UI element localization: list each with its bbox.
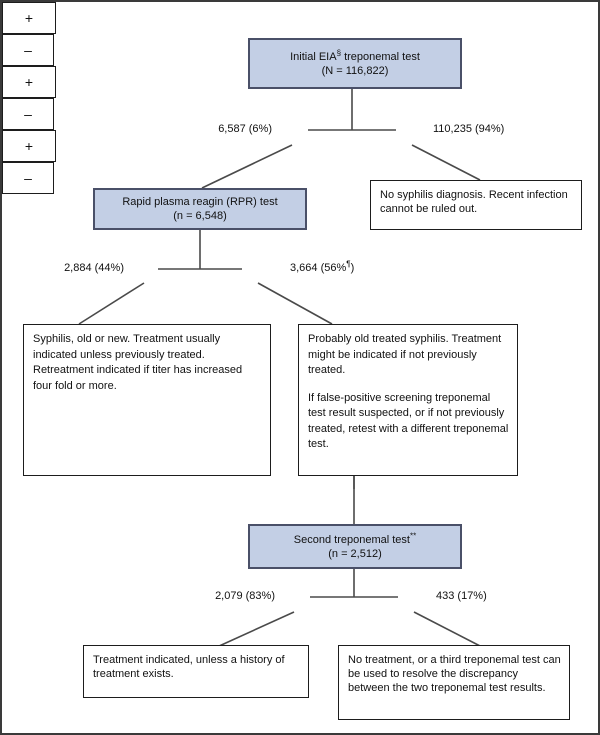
- rpr-plus-box[interactable]: +: [2, 66, 56, 98]
- initial-test-line1: Initial EIA§ treponemal test: [290, 47, 420, 63]
- node-probably-old-treated-syphilis[interactable]: Probably old treated syphilis. Treatment…: [298, 324, 518, 476]
- line-initial-plus-to-rpr: [201, 144, 293, 189]
- node-second-treponemal-test[interactable]: Second treponemal test** (n = 2,512): [248, 524, 462, 569]
- plus-sign: +: [24, 10, 34, 26]
- syphilis-old-new-text: Syphilis, old or new. Treatment usually …: [33, 333, 243, 392]
- footnote-double-asterisk-marker: **: [409, 530, 417, 540]
- initial-positive-count: 6,587 (6%): [218, 123, 272, 135]
- minus-sign: –: [24, 106, 32, 122]
- node-treatment-indicated[interactable]: Treatment indicated, unless a history of…: [83, 645, 309, 698]
- node-initial-treponemal-test[interactable]: Initial EIA§ treponemal test (N = 116,82…: [248, 38, 462, 89]
- node-no-syphilis-diagnosis[interactable]: No syphilis diagnosis. Recent infection …: [370, 180, 582, 230]
- second-minus-box[interactable]: –: [2, 162, 54, 194]
- rpr-negative-count: 3,664 (56%¶): [290, 259, 355, 274]
- second-plus-box[interactable]: +: [2, 130, 56, 162]
- plus-sign: +: [24, 74, 34, 90]
- initial-plus-box[interactable]: +: [2, 2, 56, 34]
- line-second-plus-to-box: [216, 611, 295, 648]
- probably-old-treated-para1: Probably old treated syphilis. Treatment…: [308, 333, 502, 376]
- line-rpr-minus-to-box: [257, 282, 333, 325]
- line-initial-minus-to-nosyph: [411, 144, 481, 181]
- footnote-pilcrow-marker: ¶: [346, 259, 351, 269]
- plus-sign: +: [24, 138, 34, 154]
- rpr-test-line2: (n = 6,548): [173, 210, 227, 222]
- no-syphilis-text: No syphilis diagnosis. Recent infection …: [380, 189, 568, 215]
- second-positive-count: 2,079 (83%): [215, 590, 275, 602]
- second-test-line2: (n = 2,512): [328, 547, 382, 560]
- footnote-section-marker: §: [336, 47, 342, 57]
- node-syphilis-old-or-new[interactable]: Syphilis, old or new. Treatment usually …: [23, 324, 271, 476]
- rpr-minus-box[interactable]: –: [2, 98, 54, 130]
- initial-negative-count: 110,235 (94%): [433, 123, 505, 135]
- initial-test-line2: (N = 116,822): [321, 64, 389, 77]
- treatment-indicated-text: Treatment indicated, unless a history of…: [93, 654, 285, 680]
- line-rpr-plus-to-box: [78, 282, 145, 325]
- rpr-positive-count: 2,884 (44%): [64, 262, 124, 274]
- minus-sign: –: [24, 170, 32, 186]
- initial-minus-box[interactable]: –: [2, 34, 54, 66]
- node-rpr-test[interactable]: Rapid plasma reagin (RPR) test (n = 6,54…: [93, 188, 307, 230]
- line-second-minus-to-box: [413, 611, 483, 648]
- node-no-treatment[interactable]: No treatment, or a third treponemal test…: [338, 645, 570, 720]
- probably-old-treated-para2: If false-positive screening treponemal t…: [308, 391, 509, 451]
- second-negative-count: 433 (17%): [436, 590, 487, 602]
- no-treatment-text: No treatment, or a third treponemal test…: [348, 654, 561, 694]
- second-test-line1: Second treponemal test**: [293, 530, 417, 546]
- rpr-test-line1: Rapid plasma reagin (RPR) test: [122, 196, 278, 208]
- minus-sign: –: [24, 42, 32, 58]
